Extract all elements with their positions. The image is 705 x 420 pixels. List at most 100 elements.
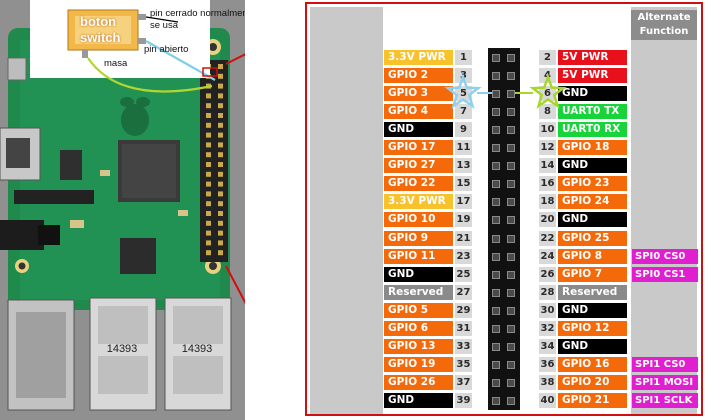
board-gpio-pin — [218, 211, 223, 216]
pin-label-left: GPIO 5 — [384, 303, 453, 318]
pin-label-left: 3.3V PWR — [384, 194, 453, 209]
pin-number-left: 17 — [455, 194, 472, 209]
header-pin — [507, 216, 515, 224]
header-pin — [492, 343, 500, 351]
header-pin — [492, 307, 500, 315]
header-pin — [492, 271, 500, 279]
header-pin — [492, 126, 500, 134]
pin-number-right: 26 — [539, 267, 556, 282]
pin-number-right: 24 — [539, 249, 556, 264]
header-pin — [492, 253, 500, 261]
board-gpio-pin — [206, 93, 211, 99]
board-illustration: 14393 14393 — [0, 0, 245, 420]
left-gray-column — [310, 7, 383, 414]
board-gpio-pin — [218, 230, 223, 236]
pin-label-left: GPIO 13 — [384, 339, 453, 354]
pin-label-right: UART0 TX — [558, 104, 627, 119]
pin-number-left: 19 — [455, 212, 472, 227]
board-gpio-pin — [206, 201, 211, 207]
header-pin — [492, 144, 500, 152]
board-gpio-pin — [218, 83, 223, 89]
board-gpio-pin — [218, 103, 223, 109]
pin-label-right: GPIO 12 — [558, 321, 627, 336]
header-pin — [507, 235, 515, 243]
pin-number-right: 32 — [539, 321, 556, 336]
pin-number-left: 35 — [455, 357, 472, 372]
open-pin-label: pin abierto — [144, 44, 189, 55]
board-gpio-pin — [206, 240, 211, 246]
alt-header-line1: Alternate — [637, 12, 691, 23]
nc-pin-label-2: se usa — [150, 20, 178, 31]
pin-number-left: 9 — [455, 122, 472, 137]
pin-number-left: 37 — [455, 375, 472, 390]
pin-label-right: GPIO 7 — [558, 267, 627, 282]
header-pin — [507, 144, 515, 152]
alt-function-label: SPI1 MOSI — [632, 375, 698, 390]
pin-label-right: UART0 RX — [558, 122, 627, 137]
pin-label-right: GPIO 18 — [558, 140, 627, 155]
pin-label-right: GPIO 23 — [558, 176, 627, 191]
board-gpio-pin — [218, 113, 223, 118]
header-pin — [507, 180, 515, 188]
board-gpio-pin — [218, 73, 223, 79]
usb-port-label: 14393 — [182, 343, 213, 355]
board-gpio-pin — [206, 230, 211, 236]
alt-header-line2: Function — [639, 26, 689, 37]
board-gpio-pin — [206, 181, 211, 187]
raspberry-pi-photo: 14393 14393 boton switch pin cerrado nor… — [0, 0, 245, 420]
pin-number-right: 34 — [539, 339, 556, 354]
pin-number-left: 5 — [455, 86, 472, 101]
pin-label-left: GPIO 26 — [384, 375, 453, 390]
ground-label: masa — [104, 58, 128, 69]
pin-number-right: 18 — [539, 194, 556, 209]
header-pin — [492, 379, 500, 387]
header-pin — [492, 72, 500, 80]
pin-number-left: 21 — [455, 231, 472, 246]
header-pin — [507, 90, 515, 98]
header-pin — [492, 54, 500, 62]
header-pin — [507, 162, 515, 170]
header-pin — [492, 216, 500, 224]
header-pin — [492, 180, 500, 188]
header-pin — [492, 289, 500, 297]
pin-label-right: 5V PWR — [558, 68, 627, 83]
board-gpio-pin — [206, 211, 211, 216]
pin-label-right: Reserved — [558, 285, 627, 300]
board-gpio-pin — [218, 93, 223, 99]
header-pin — [492, 235, 500, 243]
board-gpio-pin — [218, 122, 223, 128]
pin-label-right: GPIO 24 — [558, 194, 627, 209]
pin-number-left: 31 — [455, 321, 472, 336]
board-gpio-pin — [206, 152, 211, 158]
board-gpio-pin — [206, 171, 211, 177]
pin-number-right: 6 — [539, 86, 556, 101]
switch-label-line1: boton — [80, 14, 117, 29]
pin-number-right: 38 — [539, 375, 556, 390]
pin-label-right: GND — [558, 339, 627, 354]
header-pin — [507, 343, 515, 351]
header-pin — [492, 162, 500, 170]
header-pin — [507, 307, 515, 315]
board-gpio-pin — [206, 220, 211, 226]
pin-number-right: 14 — [539, 158, 556, 173]
board-gpio-pin — [206, 122, 211, 128]
pin-number-left: 15 — [455, 176, 472, 191]
header-pin — [507, 361, 515, 369]
pin-number-left: 33 — [455, 339, 472, 354]
pin-label-left: GND — [384, 122, 453, 137]
alt-function-label: SPI0 CS0 — [632, 249, 698, 264]
board-gpio-pin — [218, 240, 223, 246]
pin-label-right: GND — [558, 212, 627, 227]
header-pin — [507, 198, 515, 206]
board-gpio-pin — [218, 220, 223, 226]
pin-label-left: GND — [384, 267, 453, 282]
pin-number-right: 20 — [539, 212, 556, 227]
header-pin — [507, 54, 515, 62]
pin-number-right: 8 — [539, 104, 556, 119]
header-pin — [492, 397, 500, 405]
pin-number-right: 36 — [539, 357, 556, 372]
board-gpio-pin — [206, 113, 211, 118]
pin-label-right: GPIO 20 — [558, 375, 627, 390]
header-pin — [507, 253, 515, 261]
pin-label-left: GPIO 22 — [384, 176, 453, 191]
